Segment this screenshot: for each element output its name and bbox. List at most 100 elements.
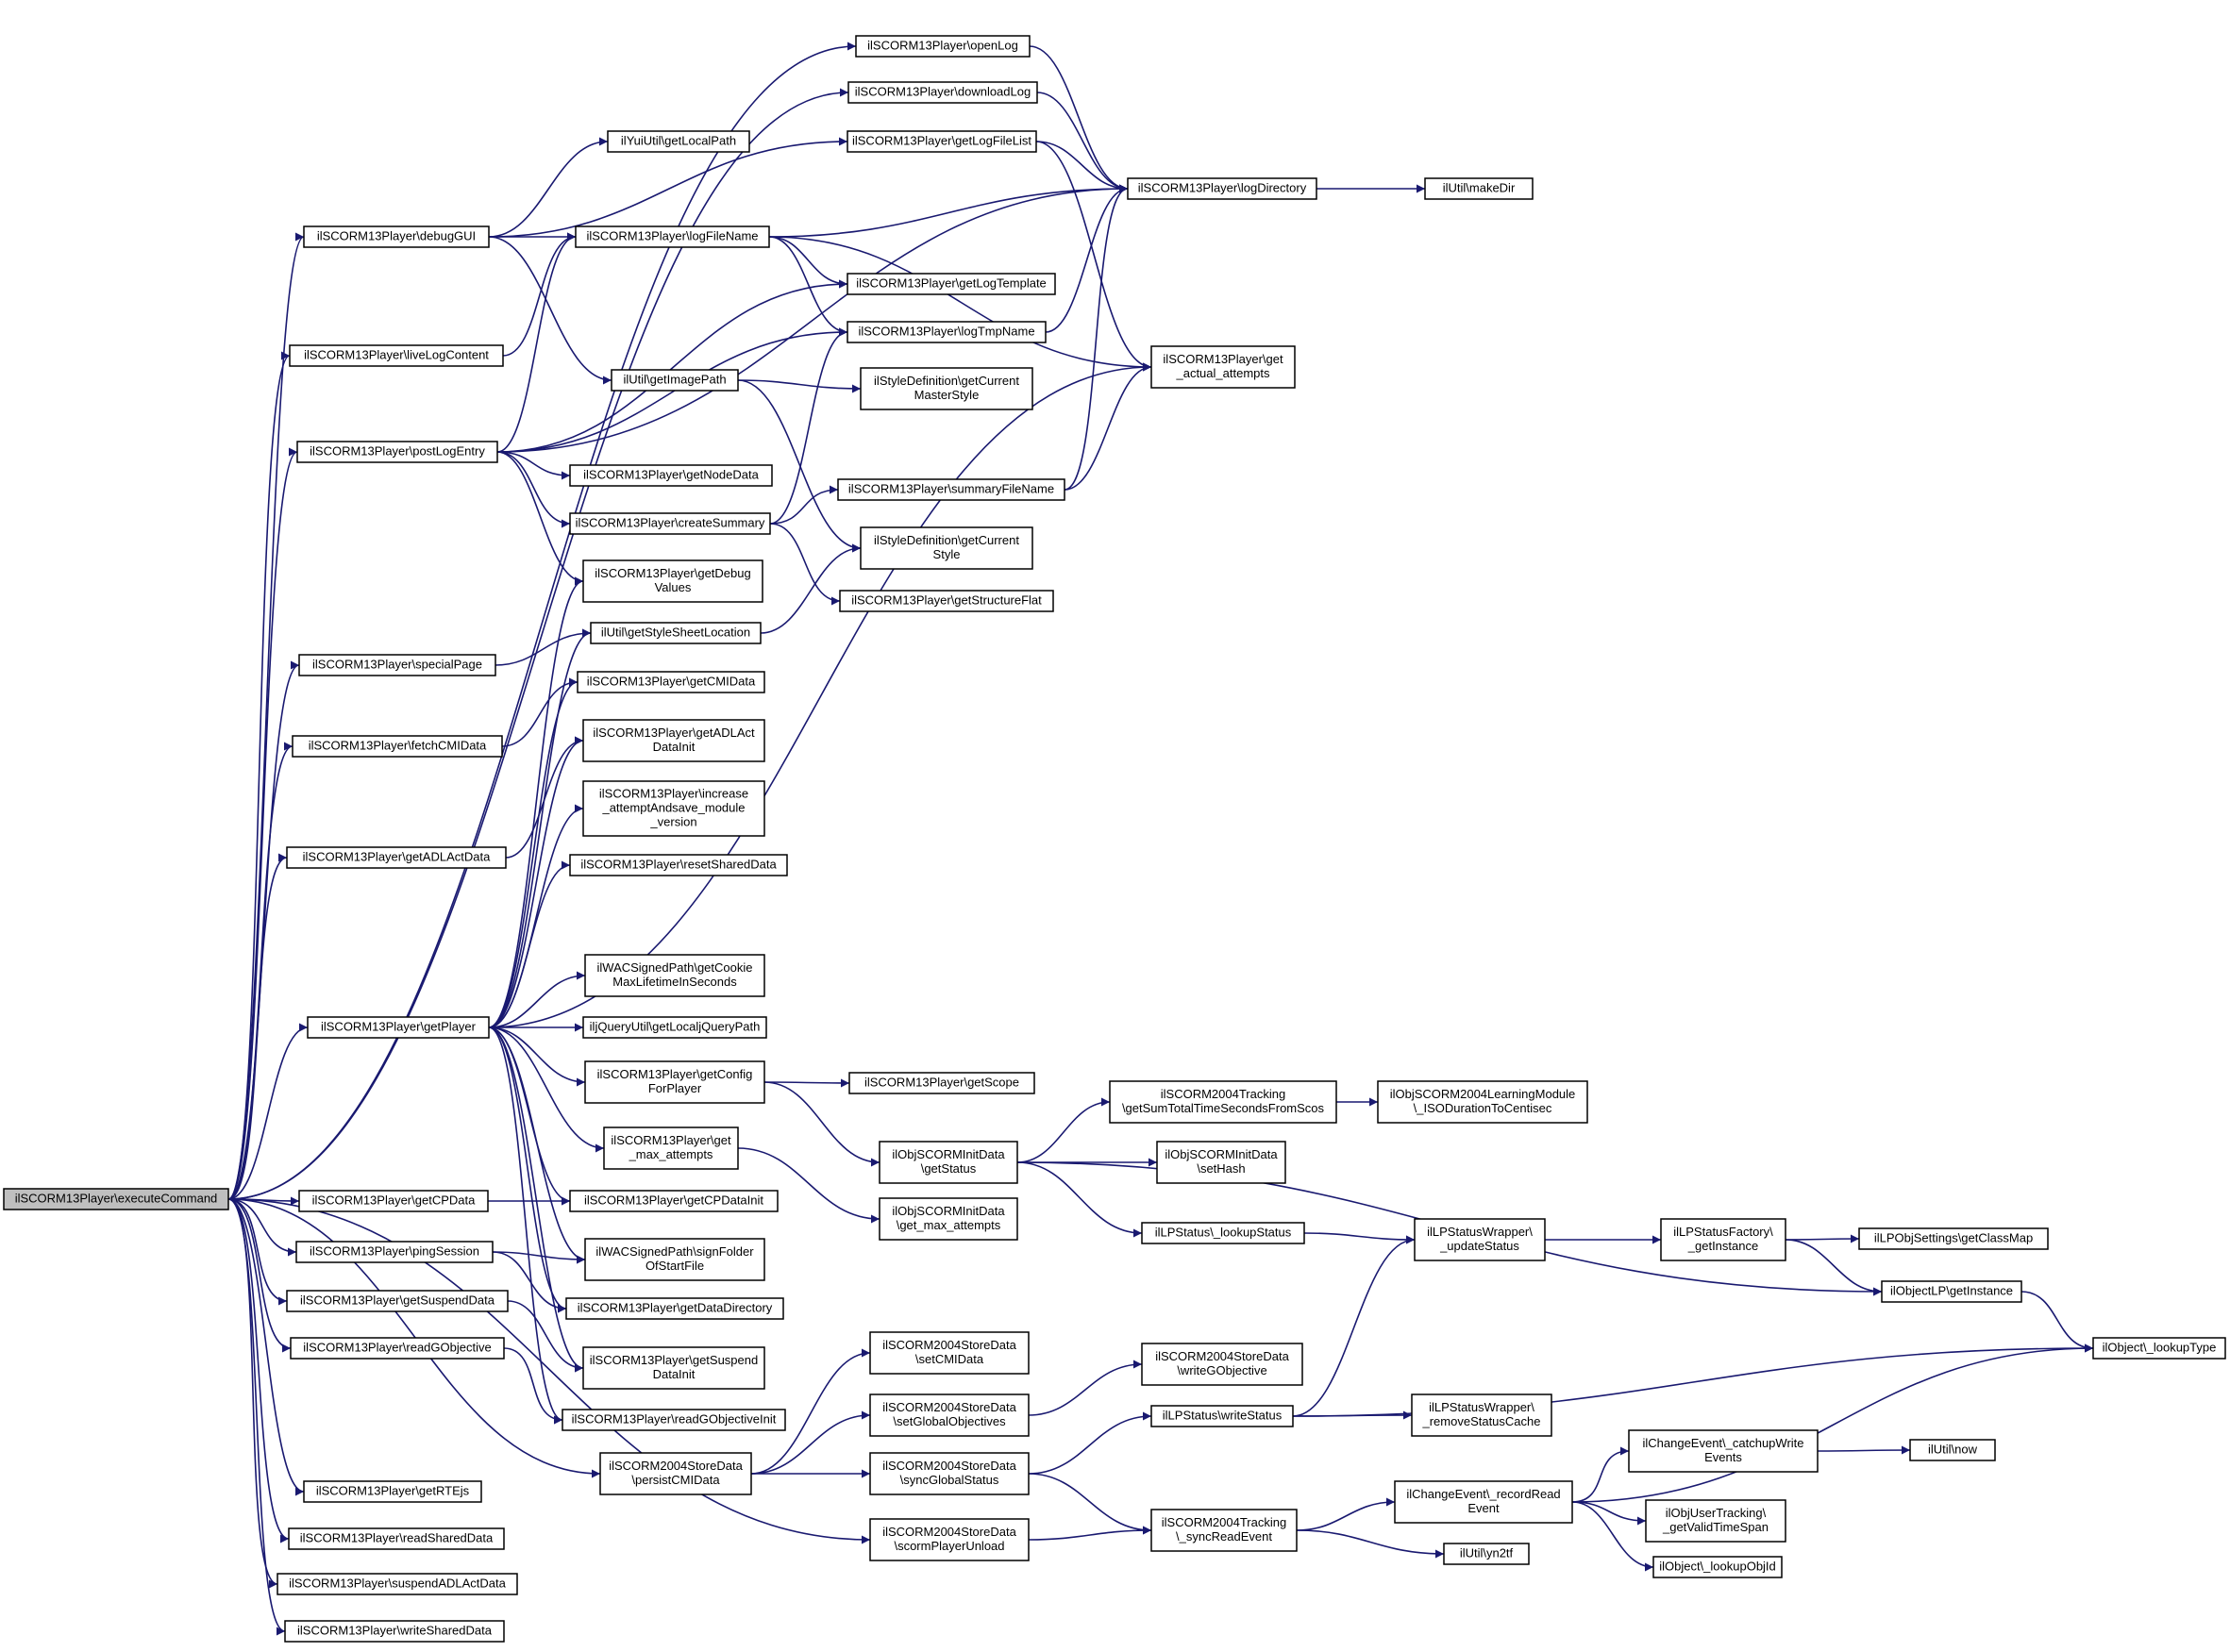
node-get-log-file-list[interactable]: ilSCORM13Player\getLogFileList [847,130,1037,153]
edge-catchupWrite-to-utilNow [1817,1445,1911,1455]
node-download-log[interactable]: ilSCORM13Player\downloadLog [847,81,1038,104]
node-label: ForPlayer [648,1081,702,1095]
node-lp-remove-cache[interactable]: ilLPStatusWrapper\_removeStatusCache [1411,1393,1552,1437]
node-debug-gui[interactable]: ilSCORM13Player\debugGUI [303,225,490,248]
edge-getPlayer-to-getConfigForPlayer [488,1026,586,1087]
node-label: ilSCORM13Player\getRTEjs [316,1484,470,1498]
edge-getPlayer-to-wacSignFolder [488,1026,586,1264]
node-init-data-max-attempts[interactable]: ilObjSCORMInitData\get_max_attempts [879,1197,1018,1241]
node-store-unload[interactable]: ilSCORM2004StoreData\scormPlayerUnload [869,1518,1030,1561]
node-store-persist[interactable]: ilSCORM2004StoreData\persistCMIData [599,1452,752,1495]
node-lookup-obj-id[interactable]: ilObject\_lookupObjId [1652,1556,1783,1578]
node-get-suspend-data[interactable]: ilSCORM13Player\getSuspendData [286,1290,509,1312]
node-label: ilUtil\now [1928,1443,1978,1457]
node-iso-duration[interactable]: ilObjSCORM2004LearningModule\_ISODuratio… [1377,1080,1588,1124]
node-wac-cookie[interactable]: ilWACSignedPath\getCookieMaxLifetimeInSe… [584,954,765,997]
node-log-directory[interactable]: ilSCORM13Player\logDirectory [1127,177,1317,200]
node-label: ilStyleDefinition\getCurrent [874,533,1019,547]
node-write-shared-data[interactable]: ilSCORM13Player\writeSharedData [284,1620,505,1643]
node-get-cpdata[interactable]: ilSCORM13Player\getCPData [298,1190,489,1212]
node-summary-file-name[interactable]: ilSCORM13Player\summaryFileName [837,478,1065,501]
node-get-rtejs[interactable]: ilSCORM13Player\getRTEjs [303,1480,482,1503]
node-lp-update-status[interactable]: ilLPStatusWrapper\_updateStatus [1414,1218,1546,1261]
node-label: ilLPStatusWrapper\ [1429,1400,1534,1414]
node-read-gobjective-init[interactable]: ilSCORM13Player\readGObjectiveInit [562,1409,786,1431]
node-lp-class-map[interactable]: ilLPObjSettings\getClassMap [1858,1227,2049,1250]
node-j-query-path[interactable]: iljQueryUtil\getLocaljQueryPath [582,1016,767,1039]
node-exec-cmd[interactable]: ilSCORM13Player\executeCommand [3,1188,229,1210]
node-special-page[interactable]: ilSCORM13Player\specialPage [298,654,496,676]
node-box [569,1190,779,1212]
node-suspend-adlact-data[interactable]: ilSCORM13Player\suspendADLActData [277,1573,518,1595]
node-store-sync-global[interactable]: ilSCORM2004StoreData\syncGlobalStatus [869,1452,1030,1495]
node-yui-local-path[interactable]: ilYuiUtil\getLocalPath [607,130,750,153]
node-get-log-template[interactable]: ilSCORM13Player\getLogTemplate [847,273,1056,295]
node-store-set-cmidata[interactable]: ilSCORM2004StoreData\setCMIData [869,1331,1030,1375]
node-get-data-directory[interactable]: ilSCORM13Player\getDataDirectory [565,1297,784,1320]
node-yn2tf[interactable]: ilUtil\yn2tf [1443,1543,1530,1565]
node-label: ilLPStatus\_lookupStatus [1155,1226,1292,1240]
node-lp-write-status[interactable]: ilLPStatus\writeStatus [1150,1405,1294,1427]
node-get-sum-total[interactable]: ilSCORM2004Tracking\getSumTotalTimeSecon… [1109,1080,1337,1124]
node-log-tmp-name[interactable]: ilSCORM13Player\logTmpName [847,321,1047,343]
node-style-sheet-loc[interactable]: ilUtil\getStyleSheetLocation [590,622,762,644]
node-label: ilSCORM13Player\executeCommand [15,1192,218,1206]
node-get-image-path[interactable]: ilUtil\getImagePath [611,369,739,392]
node-init-data-set-hash[interactable]: ilObjSCORMInitData\setHash [1156,1141,1286,1184]
node-lookup-type[interactable]: ilObject\_lookupType [2092,1337,2226,1360]
node-log-file-name[interactable]: ilSCORM13Player\logFileName [575,225,770,248]
node-get-cmidata[interactable]: ilSCORM13Player\getCMIData [577,671,765,693]
node-fetch-cmidata[interactable]: ilSCORM13Player\fetchCMIData [292,735,503,758]
node-get-structure-flat[interactable]: ilSCORM13Player\getStructureFlat [839,590,1054,612]
edge-getPlayer-to-wacCookie [488,971,586,1028]
node-read-gobjective[interactable]: ilSCORM13Player\readGObjective [290,1337,505,1360]
node-label: ilLPStatusFactory\ [1673,1225,1773,1239]
node-get-cpdata-init[interactable]: ilSCORM13Player\getCPDataInit [569,1190,779,1212]
node-get-valid-time-span[interactable]: ilObjUserTracking\_getValidTimeSpan [1645,1499,1786,1543]
node-create-summary[interactable]: ilSCORM13Player\createSummary [569,512,771,535]
node-get-max-attempts[interactable]: ilSCORM13Player\get_max_attempts [603,1126,739,1170]
edge-summaryFileName-to-getActualAttempts [1064,362,1152,491]
node-label: ilSCORM2004StoreData [1155,1349,1289,1363]
node-make-dir[interactable]: ilUtil\makeDir [1424,177,1534,200]
node-lp-factory[interactable]: ilLPStatusFactory\_getInstance [1660,1218,1786,1261]
node-get-actual-attempts[interactable]: ilSCORM13Player\get_actual_attempts [1150,345,1296,389]
node-live-log-content[interactable]: ilSCORM13Player\liveLogContent [289,344,504,367]
node-label: ilSCORM13Player\downloadLog [855,85,1031,99]
node-label: \getStatus [921,1161,977,1176]
node-box [860,526,1033,570]
node-label: ilSCORM13Player\readGObjective [303,1341,491,1355]
node-increase-attempt[interactable]: ilSCORM13Player\increase_attemptAndsave_… [582,780,765,837]
node-get-scope[interactable]: ilSCORM13Player\getScope [848,1072,1035,1094]
node-store-write-gobj[interactable]: ilSCORM2004StoreData\writeGObjective [1141,1343,1303,1386]
node-sync-read-event[interactable]: ilSCORM2004Tracking\_syncReadEvent [1150,1509,1298,1552]
edge-debugGUI-to-getLogFileList [488,137,848,238]
node-reset-shared-data[interactable]: ilSCORM13Player\resetSharedData [569,854,788,876]
node-get-node-data[interactable]: ilSCORM13Player\getNodeData [569,464,773,487]
node-box [1858,1227,2049,1250]
node-ping-session[interactable]: ilSCORM13Player\pingSession [295,1241,494,1263]
node-post-log-entry[interactable]: ilSCORM13Player\postLogEntry [296,441,498,463]
edge-pingSession-to-wacSignFolder [492,1251,586,1264]
edge-createSummary-to-summaryFileName [769,485,839,525]
node-get-player[interactable]: ilSCORM13Player\getPlayer [307,1016,490,1039]
node-get-adlact-data[interactable]: ilSCORM13Player\getADLActData [286,846,507,869]
node-open-log[interactable]: ilSCORM13Player\openLog [855,35,1031,58]
node-object-lpinstance[interactable]: ilObjectLP\getInstance [1881,1280,2022,1303]
node-read-shared-data[interactable]: ilSCORM13Player\readSharedData [288,1527,505,1550]
edge-syncReadEvent-to-yn2tf [1296,1529,1445,1559]
node-lp-lookup-status[interactable]: ilLPStatus\_lookupStatus [1141,1222,1305,1244]
node-store-set-global-obj[interactable]: ilSCORM2004StoreData\setGlobalObjectives [869,1393,1030,1437]
node-label: ilSCORM13Player\logFileName [586,229,758,243]
node-init-data-get-status[interactable]: ilObjSCORMInitData\getStatus [879,1141,1018,1184]
node-util-now[interactable]: ilUtil\now [1909,1439,1996,1461]
